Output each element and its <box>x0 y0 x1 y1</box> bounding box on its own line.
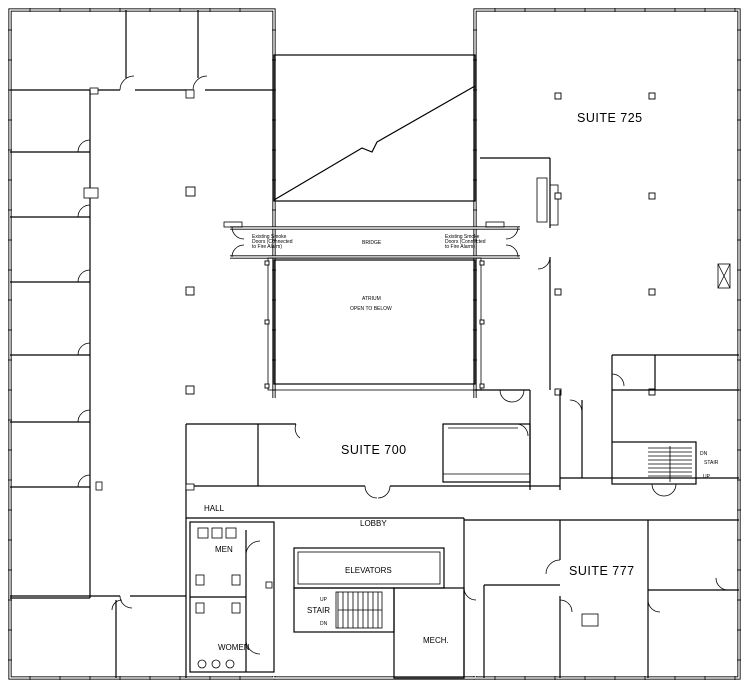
west-offices <box>10 10 274 678</box>
suite-777-label: SUITE 777 <box>569 564 635 578</box>
elevators-label: ELEVATORS <box>345 566 392 575</box>
atrium-label: ATRIUM <box>362 296 381 302</box>
suite-700-area <box>185 389 560 678</box>
mech-label: MECH. <box>423 636 449 645</box>
smoke-doors-left-line3: to Fire Alarm) <box>252 244 282 250</box>
east-offices <box>464 92 739 678</box>
suite-700-label: SUITE 700 <box>341 443 407 457</box>
plan-labels: SUITE 725 SUITE 700 SUITE 777 BRIDGE ATR… <box>204 111 719 652</box>
hall-label: HALL <box>204 504 225 513</box>
smoke-doors-left-line2: Doors (Connected <box>252 239 293 245</box>
smoke-doors-right-line2: Doors (Connected <box>445 239 486 245</box>
core-area <box>186 517 477 679</box>
men-label: MEN <box>215 545 233 554</box>
smoke-doors-left-line1: Existing Smoke <box>252 234 287 240</box>
stair-west-up-label: UP <box>320 597 328 603</box>
stair-west-label: STAIR <box>307 606 330 615</box>
lobby-label: LOBBY <box>360 519 387 528</box>
women-label: WOMEN <box>218 643 250 652</box>
stair-east-up-label: UP <box>703 474 711 480</box>
atrium-area <box>223 54 520 391</box>
stair-east-label: STAIR <box>704 460 719 466</box>
stair-east-dn-label: DN <box>700 451 708 457</box>
open-to-below-label: OPEN TO BELOW <box>350 306 392 312</box>
smoke-doors-right-line3: to Fire Alarm) <box>445 244 475 250</box>
bridge-label: BRIDGE <box>362 240 382 246</box>
smoke-doors-right-line1: Existing Smoke <box>445 234 480 240</box>
suite-725-label: SUITE 725 <box>577 111 643 125</box>
stair-west-dn-label: DN <box>320 621 328 627</box>
